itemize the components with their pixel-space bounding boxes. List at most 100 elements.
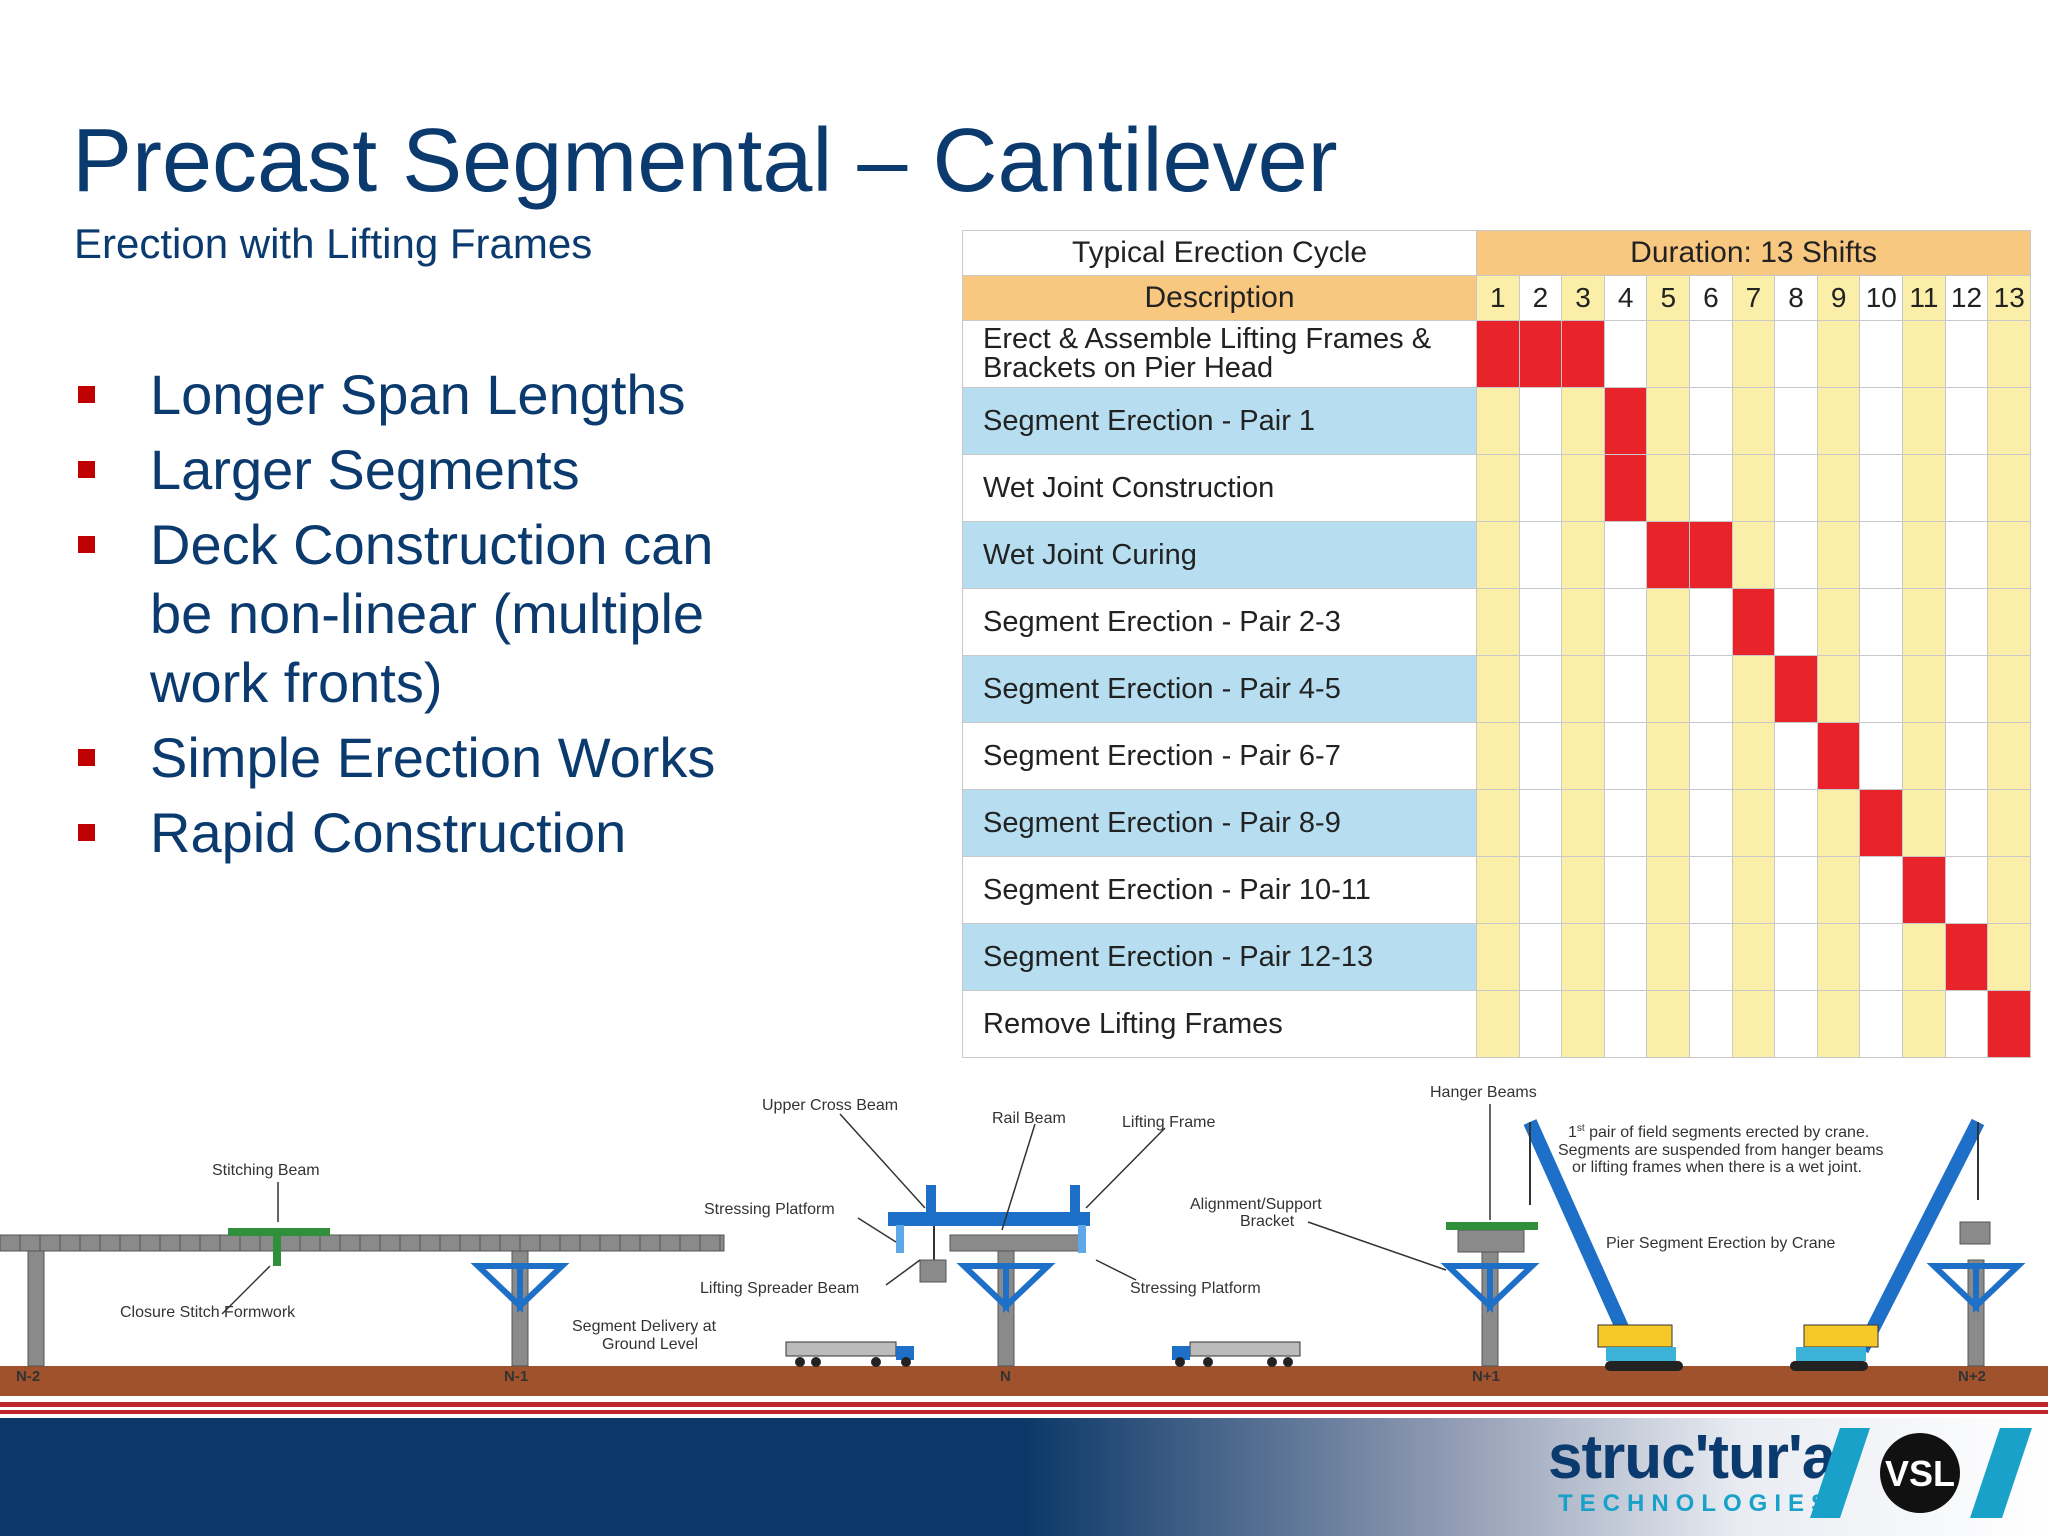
task-row: Wet Joint Curing bbox=[962, 521, 2032, 589]
task-row: Segment Erection - Pair 2-3 bbox=[962, 588, 2032, 656]
schedule-cell bbox=[1902, 320, 1946, 388]
task-description: Segment Erection - Pair 10-11 bbox=[962, 856, 1477, 924]
schedule-cell bbox=[1518, 789, 1563, 857]
schedule-cell bbox=[1859, 722, 1904, 790]
schedule-cell bbox=[1476, 655, 1520, 723]
task-label-line: Wet Joint Curing bbox=[983, 538, 1197, 571]
schedule-cell bbox=[1603, 588, 1648, 656]
schedule-cell bbox=[1646, 588, 1691, 656]
schedule-cell bbox=[1987, 454, 2032, 522]
schedule-cell bbox=[1603, 655, 1648, 723]
schedule-cell bbox=[1603, 320, 1648, 388]
task-label-line: Segment Erection - Pair 8-9 bbox=[983, 806, 1341, 839]
schedule-cell bbox=[1902, 588, 1946, 656]
task-label-line: Segment Erection - Pair 12-13 bbox=[983, 940, 1374, 973]
schedule-cell bbox=[1944, 655, 1989, 723]
task-description: Wet Joint Construction bbox=[962, 454, 1477, 522]
shift-number: 8 bbox=[1774, 275, 1818, 321]
schedule-cell bbox=[1731, 454, 1776, 522]
schedule-cell bbox=[1774, 789, 1818, 857]
schedule-cell bbox=[1561, 454, 1605, 522]
label-alignment-2: Bracket bbox=[1240, 1213, 1295, 1230]
task-bar-cell bbox=[1731, 588, 1776, 656]
schedule-cell bbox=[1476, 923, 1520, 991]
label-stressing-platform-left: Stressing Platform bbox=[704, 1201, 835, 1218]
label-closure-stitch: Closure Stitch Formwork bbox=[120, 1304, 296, 1321]
schedule-cell bbox=[1902, 521, 1946, 589]
schedule-cell bbox=[1944, 990, 1989, 1058]
pier-n-plus-1 bbox=[1440, 1222, 1540, 1367]
task-description: Wet Joint Curing bbox=[962, 521, 1477, 589]
schedule-cell bbox=[1944, 320, 1989, 388]
schedule-cell bbox=[1689, 655, 1733, 723]
shift-number: 9 bbox=[1816, 275, 1861, 321]
schedule-cell bbox=[1816, 923, 1861, 991]
schedule-cell bbox=[1731, 856, 1776, 924]
schedule-cell bbox=[1561, 588, 1605, 656]
pier-label-n: N bbox=[1000, 1368, 1011, 1385]
task-bar-cell bbox=[1518, 320, 1563, 388]
schedule-cell bbox=[1816, 387, 1861, 455]
schedule-cell bbox=[1646, 320, 1691, 388]
schedule-cell bbox=[1902, 923, 1946, 991]
shift-number: 12 bbox=[1944, 275, 1989, 321]
task-label-line: Wet Joint Construction bbox=[983, 471, 1275, 504]
label-stitching-beam: Stitching Beam bbox=[212, 1162, 320, 1179]
task-bar-cell bbox=[1987, 990, 2032, 1058]
task-row: Segment Erection - Pair 1 bbox=[962, 387, 2032, 455]
task-bar-cell bbox=[1603, 387, 1648, 455]
label-note-2: Segments are suspended from hanger beams bbox=[1558, 1142, 1884, 1159]
schedule-cell bbox=[1689, 320, 1733, 388]
schedule-cell bbox=[1816, 856, 1861, 924]
schedule-cell bbox=[1902, 722, 1946, 790]
schedule-cell bbox=[1859, 387, 1904, 455]
task-label-line: Erect & Assemble Lifting Frames & bbox=[983, 323, 1432, 355]
task-row: Segment Erection - Pair 6-7 bbox=[962, 722, 2032, 790]
lifting-frame-right bbox=[1010, 1212, 1090, 1226]
label-note-1: 1st pair of field segments erected by cr… bbox=[1568, 1123, 1869, 1141]
schedule-cell bbox=[1944, 789, 1989, 857]
label-rail-beam: Rail Beam bbox=[992, 1110, 1066, 1127]
task-bar-cell bbox=[1689, 521, 1733, 589]
schedule-cell bbox=[1774, 588, 1818, 656]
label-segment-delivery-1: Segment Delivery at bbox=[572, 1318, 717, 1335]
schedule-cell bbox=[1689, 923, 1733, 991]
task-label-line: Remove Lifting Frames bbox=[983, 1007, 1283, 1040]
schedule-cell bbox=[1646, 789, 1691, 857]
task-description: Segment Erection - Pair 4-5 bbox=[962, 655, 1477, 723]
label-upper-cross-beam: Upper Cross Beam bbox=[762, 1097, 898, 1114]
schedule-cell bbox=[1561, 387, 1605, 455]
schedule-cell bbox=[1987, 588, 2032, 656]
task-row: Segment Erection - Pair 12-13 bbox=[962, 923, 2032, 991]
bullet-text: Simple Erection Works bbox=[150, 726, 716, 789]
task-label-line: Segment Erection - Pair 6-7 bbox=[983, 739, 1341, 772]
shift-number: 6 bbox=[1689, 275, 1733, 321]
schedule-cell bbox=[1646, 655, 1691, 723]
schedule-cell bbox=[1944, 856, 1989, 924]
task-row: Segment Erection - Pair 4-5 bbox=[962, 655, 2032, 723]
schedule-cell bbox=[1603, 722, 1648, 790]
description-header: Description bbox=[962, 275, 1477, 321]
schedule-cell bbox=[1476, 521, 1520, 589]
schedule-cell bbox=[1987, 722, 2032, 790]
schedule-cell bbox=[1689, 990, 1733, 1058]
schedule-cell bbox=[1646, 856, 1691, 924]
shift-number: 7 bbox=[1731, 275, 1776, 321]
schedule-cell bbox=[1987, 655, 2032, 723]
schedule-cell bbox=[1816, 454, 1861, 522]
schedule-cell bbox=[1603, 990, 1648, 1058]
schedule-cell bbox=[1731, 722, 1776, 790]
footer-band bbox=[0, 1418, 2048, 1536]
bullet-square-icon bbox=[78, 386, 95, 403]
task-description: Segment Erection - Pair 8-9 bbox=[962, 789, 1477, 857]
task-label-line: Segment Erection - Pair 10-11 bbox=[983, 873, 1371, 906]
schedule-cell bbox=[1944, 454, 1989, 522]
bullet-square-icon bbox=[78, 536, 95, 553]
schedule-cell bbox=[1774, 387, 1818, 455]
schedule-cell bbox=[1603, 521, 1648, 589]
schedule-cell bbox=[1774, 990, 1818, 1058]
shift-number: 10 bbox=[1859, 275, 1904, 321]
schedule-cell bbox=[1944, 722, 1989, 790]
bullet-list: Longer Span Lengths Larger Segments Deck… bbox=[74, 360, 774, 873]
